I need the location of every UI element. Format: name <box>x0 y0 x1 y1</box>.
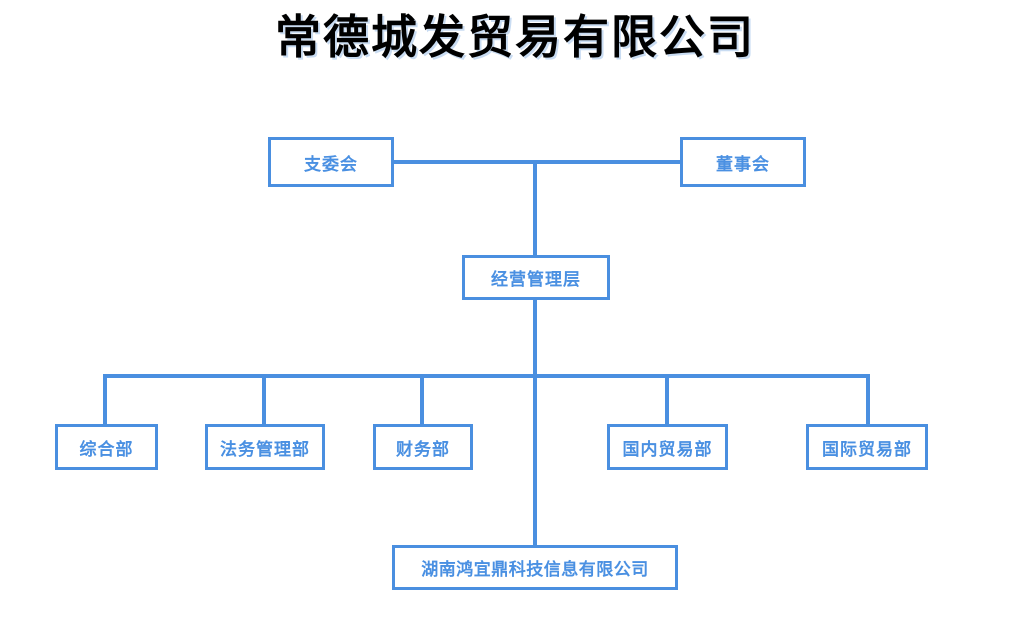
node-label-legal-management: 法务管理部 <box>220 439 310 459</box>
node-party-committee[interactable]: 支委会 <box>268 137 394 187</box>
page-title: 常德城发贸易有限公司 <box>275 12 755 63</box>
node-label-board-of-directors: 董事会 <box>716 154 770 174</box>
node-international-trade[interactable]: 国际贸易部 <box>806 424 928 470</box>
node-label-domestic-trade: 国内贸易部 <box>622 439 713 459</box>
node-label-management: 经营管理层 <box>491 270 581 289</box>
node-management[interactable]: 经营管理层 <box>462 255 610 300</box>
node-general-affairs[interactable]: 综合部 <box>55 424 158 470</box>
node-label-party-committee: 支委会 <box>304 154 358 174</box>
node-label-subsidiary: 湖南鸿宜鼎科技信息有限公司 <box>421 560 649 579</box>
node-label-international-trade: 国际贸易部 <box>822 439 912 459</box>
node-finance[interactable]: 财务部 <box>373 424 473 470</box>
node-board-of-directors[interactable]: 董事会 <box>680 137 806 187</box>
node-label-general-affairs: 综合部 <box>79 439 134 459</box>
node-subsidiary[interactable]: 湖南鸿宜鼎科技信息有限公司 <box>392 545 678 590</box>
node-domestic-trade[interactable]: 国内贸易部 <box>607 424 728 470</box>
node-label-finance: 财务部 <box>396 439 450 459</box>
node-legal-management[interactable]: 法务管理部 <box>205 424 325 470</box>
